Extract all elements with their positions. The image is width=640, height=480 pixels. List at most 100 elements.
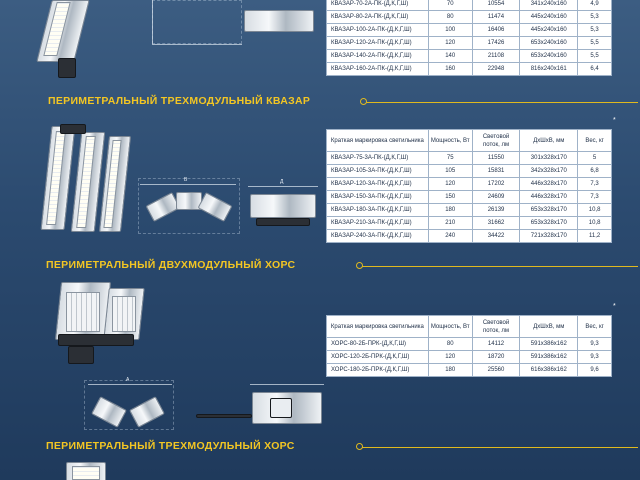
table-cell: 301x328x170 [519,151,579,165]
table-cell: 17202 [471,177,521,191]
section-divider-dot [356,262,363,269]
column-header: Краткая маркировка светильника [326,129,429,152]
table-cell: 5,5 [577,36,612,50]
section-divider-dot [360,98,367,105]
table-cell: КВАЗАР-100-2А-ПК-(Д,К,Г,Ш) [326,23,429,37]
table-cell: 9,6 [577,363,612,377]
table-cell: КВАЗАР-75-3А-ПК-(Д,К,Г,Ш) [326,151,429,165]
section-divider-dot [356,443,363,450]
table-cell: 7,3 [577,177,612,191]
table-cell: 100 [427,23,473,37]
table-cell: 75 [427,151,473,165]
table-cell: ХОРС-80-2Б-ПРК-(Д,К,Г,Ш) [326,337,429,351]
dimension-label-a: A [126,377,130,383]
table-cell: 140 [427,49,473,63]
section-divider [362,447,638,448]
table-cell: 342x328x170 [519,164,579,178]
table-cell: КВАЗАР-160-2А-ПК-(Д,К,Г,Ш) [326,62,429,76]
table-cell: КВАЗАР-120-3А-ПК-(Д,К,Г,Ш) [326,177,429,191]
table-cell: 7,3 [577,190,612,204]
table-cell: 9,3 [577,350,612,364]
table-cell: 10,8 [577,203,612,217]
table-cell: 10,8 [577,216,612,230]
table-cell: 31662 [471,216,521,230]
table-cell: 11,2 [577,229,612,243]
table-cell: ХОРС-180-2Б-ПРК-(Д,К,Г,Ш) [326,363,429,377]
table-cell: 26139 [471,203,521,217]
footnote-asterisk: * [613,303,616,310]
table-cell: 24609 [471,190,521,204]
section-title-hors-2-module: ПЕРИМЕТРАЛЬНЫЙ ДВУХМОДУЛЬНЫЙ ХОРС [46,259,296,271]
table-cell: КВАЗАР-70-2А-ПК-(Д,К,Г,Ш) [326,0,429,11]
footnote-asterisk: * [613,117,616,124]
table-cell: 816x240x161 [519,62,579,76]
table-cell: 120 [427,350,473,364]
table-cell: 120 [427,36,473,50]
table-cell: 5,3 [577,10,612,24]
table-cell: 34422 [471,229,521,243]
table-cell: 445x240x160 [519,10,579,24]
table-cell: 240 [427,229,473,243]
table-cell: 446x328x170 [519,177,579,191]
table-cell: 653x240x160 [519,36,579,50]
table-cell: КВАЗАР-180-3А-ПК-(Д,К,Г,Ш) [326,203,429,217]
table-cell: 14112 [471,337,521,351]
column-header: Световой поток, лм [471,315,521,338]
table-cell: 6,8 [577,164,612,178]
column-header: Вес, кг [577,315,612,338]
table-cell: 9,3 [577,337,612,351]
table-cell: 70 [427,0,473,11]
table-cell: 15831 [471,164,521,178]
table-cell: 6,4 [577,62,612,76]
column-header: ДхШхВ, мм [519,315,579,338]
table-cell: 17426 [471,36,521,50]
table-cell: 180 [427,203,473,217]
column-header: ДхШхВ, мм [519,129,579,152]
section-title-hors-3-module: ПЕРИМЕТРАЛЬНЫЙ ТРЕХМОДУЛЬНЫЙ ХОРС [46,440,295,452]
table-cell: 160 [427,62,473,76]
table-cell: 80 [427,10,473,24]
kvazar-2-module-drawing [152,0,242,44]
table-cell: 653x328x170 [519,203,579,217]
table-cell: 653x328x170 [519,216,579,230]
table-cell: КВАЗАР-105-3А-ПК-(Д,К,Г,Ш) [326,164,429,178]
column-header: Мощность, Вт [427,315,473,338]
table-cell: 150 [427,190,473,204]
section-title-kvazar-3-module: ПЕРИМЕТРАЛЬНЫЙ ТРЕХМОДУЛЬНЫЙ КВАЗАР [48,95,311,107]
table-cell: 591x386x162 [519,337,579,351]
section-divider [366,102,638,103]
table-cell: 5,5 [577,49,612,63]
kvazar-3-module-front-drawing [138,178,240,234]
table-cell: 5,3 [577,23,612,37]
table-cell: 21108 [471,49,521,63]
table-cell: КВАЗАР-240-3А-ПК-(Д,К,Г,Ш) [326,229,429,243]
table-cell: 120 [427,177,473,191]
table-cell: ХОРС-120-2Б-ПРК-(Д,К,Г,Ш) [326,350,429,364]
table-cell: КВАЗАР-80-2А-ПК-(Д,К,Г,Ш) [326,10,429,24]
table-cell: КВАЗАР-150-3А-ПК-(Д,К,Г,Ш) [326,190,429,204]
hors-2-module-front-drawing [84,380,174,430]
table-cell: 591x386x162 [519,350,579,364]
table-cell: 210 [427,216,473,230]
column-header: Краткая маркировка светильника [326,315,429,338]
table-cell: 22948 [471,62,521,76]
column-header: Световой поток, лм [471,129,521,152]
table-cell: 16406 [471,23,521,37]
